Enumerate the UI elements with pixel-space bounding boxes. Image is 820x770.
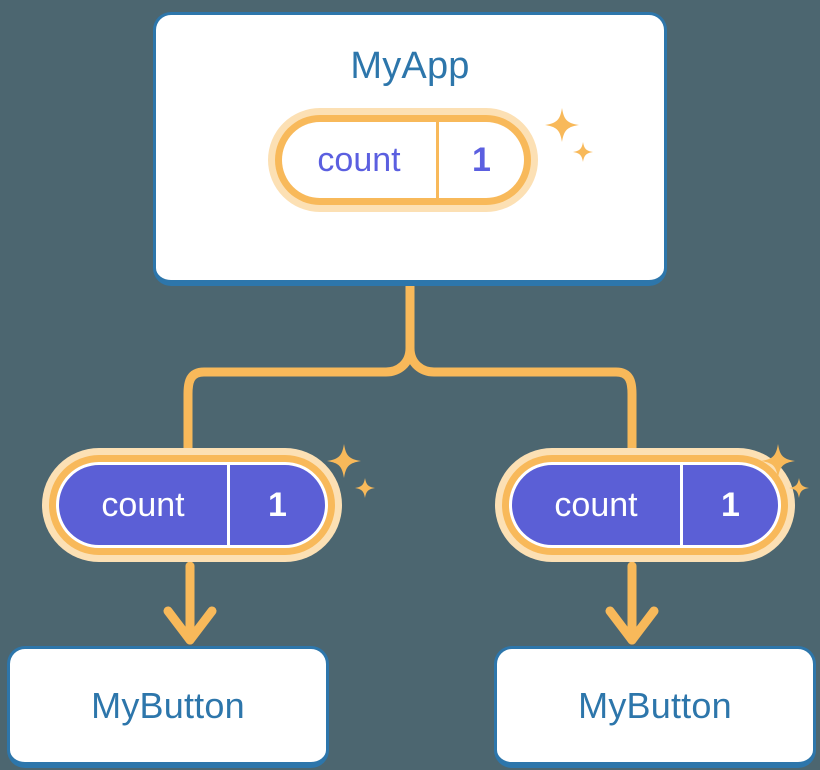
component-card-mybutton-left[interactable]: MyButton xyxy=(7,646,329,768)
state-pill-halo: count 1 xyxy=(42,448,342,562)
state-pill-ring: count 1 xyxy=(502,455,788,555)
state-value-label: 1 xyxy=(227,465,325,545)
state-pill-halo: count 1 xyxy=(268,108,538,212)
state-pill-body: count 1 xyxy=(509,462,781,548)
state-pill-halo: count 1 xyxy=(495,448,795,562)
branch-connector-icon xyxy=(183,281,415,467)
state-pill-body: count 1 xyxy=(282,122,524,198)
state-key-label: count xyxy=(317,140,401,179)
component-label: MyButton xyxy=(91,684,245,726)
component-label: MyButton xyxy=(578,684,732,726)
state-pill-ring: count 1 xyxy=(275,115,531,205)
state-pill-child-right[interactable]: count 1 xyxy=(495,448,795,562)
arrow-down-icon-right-head xyxy=(605,606,659,645)
page-title: MyApp xyxy=(350,45,470,87)
state-pill-child-left[interactable]: count 1 xyxy=(42,448,342,562)
state-pill-myapp[interactable]: count 1 xyxy=(268,108,538,212)
state-pill-ring: count 1 xyxy=(49,455,335,555)
component-card-mybutton-right[interactable]: MyButton xyxy=(494,646,816,768)
arrow-down-icon-left-head xyxy=(163,606,217,645)
branch-connector-icon-right xyxy=(405,343,637,467)
state-key-label: count xyxy=(554,485,638,524)
state-key-label: count xyxy=(101,485,185,524)
state-value-label: 1 xyxy=(680,465,778,545)
state-pill-body: count 1 xyxy=(56,462,328,548)
state-value-label: 1 xyxy=(436,122,524,198)
